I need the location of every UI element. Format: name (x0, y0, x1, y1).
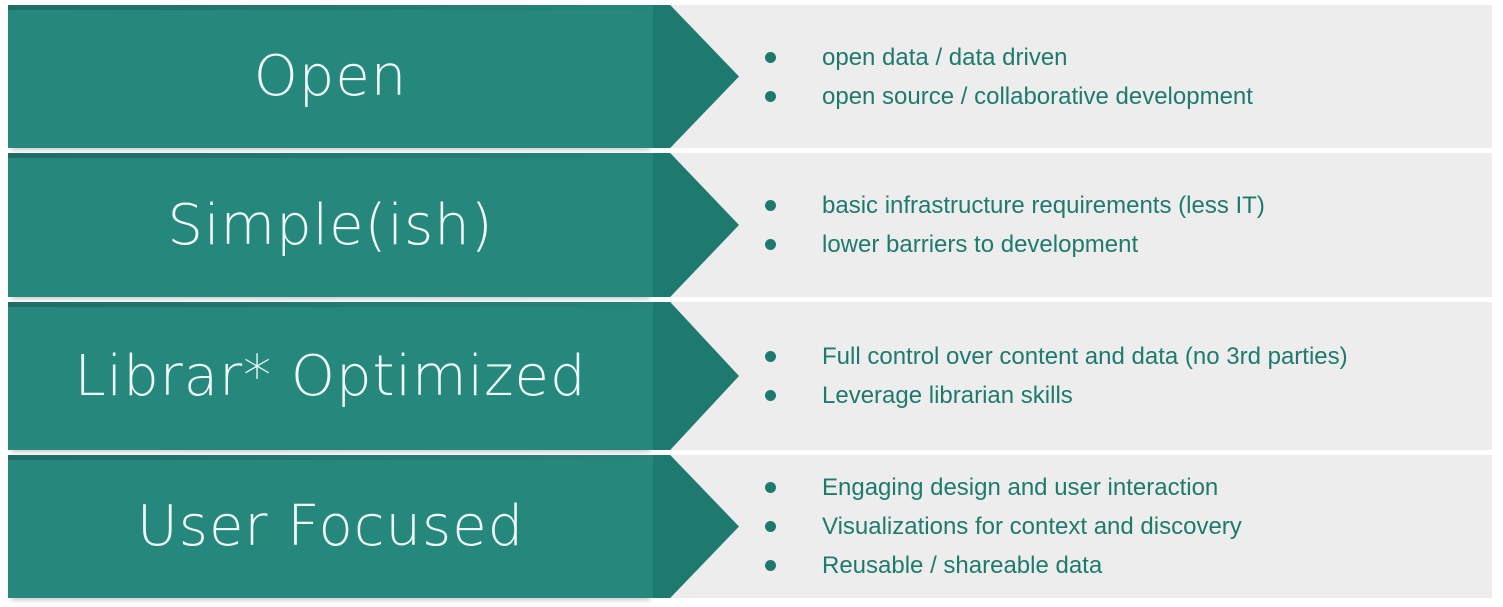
list-item: Reusable / shareable data (765, 546, 1492, 585)
bullet-icon (765, 51, 776, 63)
bullet-panel: Full control over content and data (no 3… (670, 302, 1492, 450)
bullet-icon (765, 390, 776, 401)
bullet-icon (765, 239, 776, 250)
arrow-banner: User Focused (8, 455, 739, 598)
bullet-text: Leverage librarian skills (822, 382, 1073, 409)
bullet-text: open source / collaborative development (822, 82, 1253, 110)
list-item: open data / data driven (765, 38, 1492, 77)
bullet-text: Engaging design and user interaction (822, 474, 1219, 501)
arrow-tip (653, 153, 739, 297)
bullet-icon (765, 521, 776, 532)
bullet-panel: Engaging design and user interaction Vis… (670, 455, 1492, 598)
list-item: open source / collaborative development (765, 77, 1492, 116)
bullet-text: Reusable / shareable data (822, 552, 1103, 579)
list-item: Visualizations for context and discovery (765, 507, 1492, 546)
bullet-panel: basic infrastructure requirements (less … (670, 153, 1492, 297)
arrow-body: User Focused (8, 455, 653, 598)
bullet-text: Visualizations for context and discovery (822, 513, 1242, 540)
banner-title: User Focused (136, 494, 525, 559)
list-item: Leverage librarian skills (765, 376, 1492, 415)
arrow-body: Simple(ish) (8, 153, 653, 297)
arrow-banner: Open (8, 5, 739, 148)
list-item: lower barriers to development (765, 225, 1492, 264)
banner-title: Librar* Optimized (74, 343, 587, 409)
list-item: Full control over content and data (no 3… (765, 337, 1492, 376)
bullet-text: open data / data driven (822, 43, 1068, 71)
arrow-body: Open (8, 5, 653, 148)
bullet-text: Full control over content and data (no 3… (822, 343, 1348, 370)
bullet-text: lower barriers to development (822, 231, 1139, 258)
bullet-list: Full control over content and data (no 3… (670, 337, 1492, 415)
row-user-focused: Engaging design and user interaction Vis… (0, 455, 1503, 598)
arrow-banner: Simple(ish) (8, 153, 739, 297)
banner-title: Simple(ish) (167, 192, 494, 258)
row-open: open data / data driven open source / co… (0, 5, 1503, 148)
list-item: basic infrastructure requirements (less … (765, 186, 1492, 225)
arrow-tip (653, 302, 739, 450)
row-simple: basic infrastructure requirements (less … (0, 153, 1503, 297)
bullet-list: open data / data driven open source / co… (670, 38, 1492, 116)
list-item: Engaging design and user interaction (765, 468, 1492, 507)
bullet-icon (765, 482, 776, 493)
bullet-icon (765, 351, 776, 362)
bullet-panel: open data / data driven open source / co… (670, 5, 1492, 148)
arrow-body: Librar* Optimized (8, 302, 653, 450)
arrow-tip (653, 455, 739, 598)
bullet-icon (765, 200, 776, 211)
bullet-icon (765, 90, 776, 102)
bullet-list: basic infrastructure requirements (less … (670, 186, 1492, 264)
arrow-tip (653, 5, 739, 148)
bullet-text: basic infrastructure requirements (less … (822, 192, 1265, 219)
bullet-icon (765, 560, 776, 571)
arrow-banner: Librar* Optimized (8, 302, 739, 450)
bullet-list: Engaging design and user interaction Vis… (670, 468, 1492, 585)
banner-title: Open (253, 44, 408, 109)
row-librar-optimized: Full control over content and data (no 3… (0, 302, 1503, 450)
